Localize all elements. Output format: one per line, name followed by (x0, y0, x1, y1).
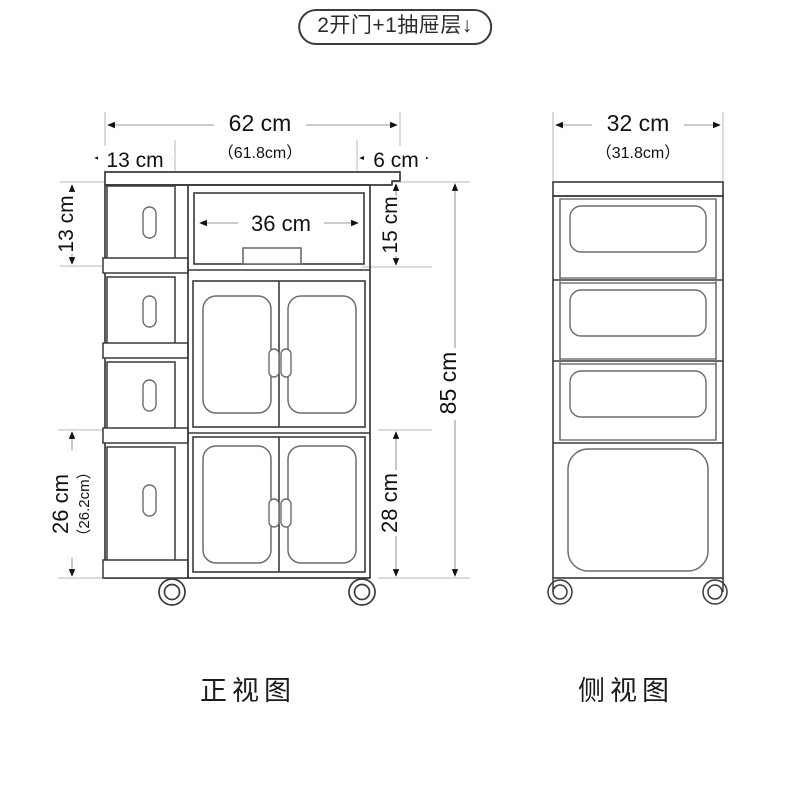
front-left-drawer-column (102, 185, 189, 579)
drawer-handle-oval-3 (142, 379, 157, 412)
side-drawer-tiers (553, 198, 723, 572)
drawer-handle-oval-2 (142, 295, 157, 328)
front-drawer-2 (106, 276, 176, 353)
side-base-rails (552, 578, 724, 592)
side-witness-lines (552, 112, 724, 182)
front-cabinet-body (104, 171, 401, 579)
label-left-column-width: 13 cm (106, 149, 163, 172)
caster-front-left-inner (163, 583, 181, 601)
label-bottom-cabinet-height: 28 cm (377, 473, 402, 533)
front-drawer-3 (106, 361, 176, 438)
product-type-badge[interactable]: 2开门+1抽屉层↓ (298, 9, 492, 46)
side-casters (547, 579, 728, 605)
label-right-overhang: 6 cm (373, 149, 419, 172)
front-witness-lines (58, 112, 470, 579)
label-total-height: 85 cm (435, 352, 461, 415)
front-drawer-4 (106, 446, 176, 565)
label-lower-section-height-exact: （26.2cm） (76, 464, 93, 543)
label-lower-section-height: 26 cm (48, 474, 73, 534)
front-casters (158, 578, 376, 606)
label-left-drawer-height: 13 cm (55, 195, 78, 252)
side-tier-1-frame (559, 198, 717, 279)
side-bottom-panel (567, 448, 709, 572)
side-tier-3-frame (559, 363, 717, 441)
label-drawer-width: 36 cm (251, 211, 311, 236)
label-side-depth: 32 cm (607, 110, 670, 136)
side-carcass (552, 195, 724, 579)
drawer-handle-oval-1 (142, 206, 157, 239)
drawer-handle-oval-4 (142, 484, 157, 517)
front-middle-door-handle-left[interactable] (268, 348, 280, 378)
front-drawer-4-lip (102, 559, 189, 579)
caster-side-right-inner (707, 584, 723, 600)
front-bottom-cabinet (192, 436, 366, 573)
side-tier-3-panel (569, 370, 707, 418)
front-bottom-door-handle-right[interactable] (280, 498, 292, 528)
side-view-drawing: 32 cm （31.8cm） (547, 110, 728, 605)
front-carcass (104, 184, 371, 579)
front-top-drawer-pull (242, 247, 302, 265)
front-middle-cabinet (192, 280, 366, 428)
front-top-drawer (193, 192, 365, 265)
front-label-backgrounds (58, 110, 469, 558)
front-top-slab (104, 171, 401, 186)
caster-side-left-inner (552, 584, 568, 600)
front-dimension-labels: 62 cm （61.8cm） 13 cm 6 cm 36 cm 13 cm 26… (48, 110, 461, 544)
front-drawer-2-lip (102, 342, 189, 359)
side-view-caption: 侧视图 (578, 676, 674, 706)
label-top-section-height: 15 cm (379, 196, 402, 253)
side-tier-1-panel (569, 205, 707, 253)
side-tier-2-panel (569, 289, 707, 337)
label-total-width-exact: （61.8cm） (218, 144, 302, 162)
side-inner-rails (559, 199, 717, 440)
caster-front-right-inner (353, 583, 371, 601)
front-middle-door-handle-right[interactable] (280, 348, 292, 378)
label-total-width: 62 cm (229, 110, 292, 136)
label-side-depth-exact: （31.8cm） (596, 144, 680, 162)
front-left-drawer-handles[interactable] (142, 206, 157, 517)
front-drawer-1-lip (102, 257, 189, 274)
side-top-slab (552, 181, 724, 197)
front-drawer-3-lip (102, 427, 189, 444)
front-view-drawing: 62 cm （61.8cm） 13 cm 6 cm 36 cm 13 cm 26… (48, 110, 470, 606)
side-tier-2-frame (559, 282, 717, 360)
side-cabinet-body (552, 181, 724, 579)
front-view-caption: 正视图 (200, 676, 296, 706)
front-drawer-1 (106, 185, 176, 265)
front-bottom-door-handle-left[interactable] (268, 498, 280, 528)
